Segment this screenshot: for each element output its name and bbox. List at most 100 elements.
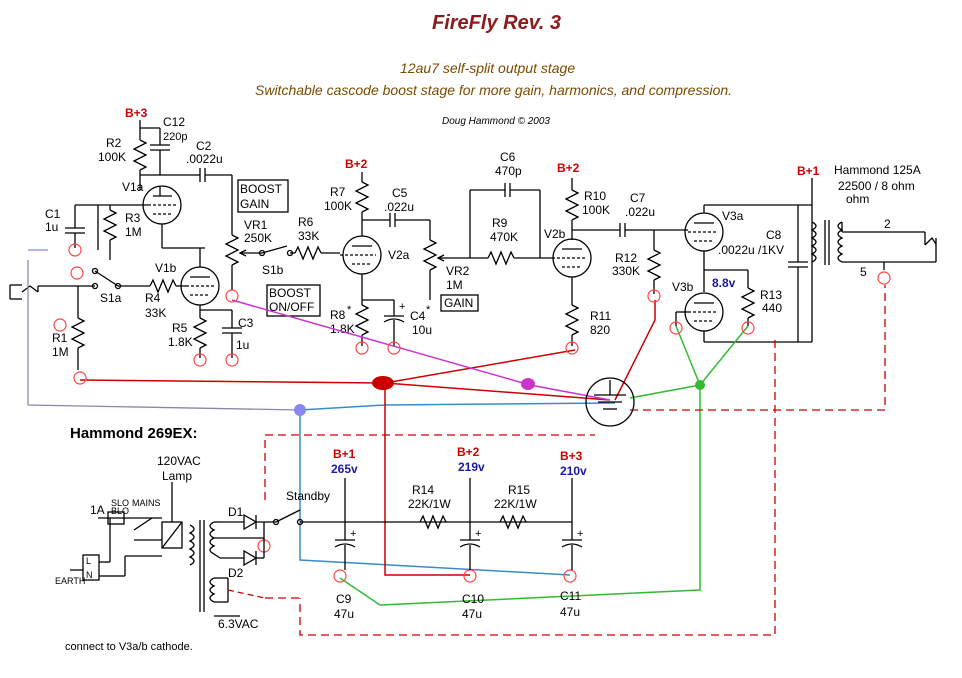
label-c4-plus: + xyxy=(399,301,405,313)
label-r6: R6 xyxy=(298,215,314,229)
label-c5: C5 xyxy=(392,186,408,200)
label-vr1: VR1 xyxy=(244,218,268,232)
label-r4-value: 33K xyxy=(145,306,166,320)
label-lamp-voltage: 120VAC xyxy=(157,454,201,468)
label-ot-ohm: ohm xyxy=(846,192,869,206)
label-c9-value: 47u xyxy=(334,607,354,621)
label-fuse: 1A xyxy=(90,503,105,517)
label-r13-value: 440 xyxy=(762,301,782,315)
voltage-b2: 219v xyxy=(458,460,485,474)
label-c11-plus: + xyxy=(577,528,583,540)
label-v2b: V2b xyxy=(544,227,566,241)
label-r12: R12 xyxy=(615,251,637,265)
supply-label-b2-v2b: B+2 xyxy=(557,161,580,175)
label-heater-note: connect to V3a/b cathode. xyxy=(65,641,193,653)
label-vr2: VR2 xyxy=(446,264,470,278)
label-r7: R7 xyxy=(330,185,346,199)
label-c10: C10 xyxy=(462,592,484,606)
label-c7: C7 xyxy=(630,191,646,205)
label-r12-value: 330K xyxy=(612,264,640,278)
label-c2: C2 xyxy=(196,139,212,153)
voltage-v3b-cathode: 8.8v xyxy=(712,276,736,290)
label-vr1-value: 250K xyxy=(244,231,272,245)
boost-gain-line1: BOOST xyxy=(240,182,283,196)
label-fuse-type1: SLO xyxy=(111,498,129,508)
voltage-b3: 210v xyxy=(560,464,587,478)
boost-onoff-line1: BOOST xyxy=(269,286,312,300)
label-c1-value: 1u xyxy=(45,220,58,234)
label-r11-value: 820 xyxy=(590,323,610,337)
label-r11: R11 xyxy=(590,309,611,323)
boost-gain-line2: GAIN xyxy=(240,197,269,211)
label-ot-ratio: 22500 / 8 ohm xyxy=(838,179,915,193)
label-d1: D1 xyxy=(228,505,244,519)
label-c12: C12 xyxy=(163,115,185,129)
label-c2-value: .0022u xyxy=(186,152,223,166)
label-c6: C6 xyxy=(500,150,516,164)
label-v2a: V2a xyxy=(388,248,410,262)
label-c1: C1 xyxy=(45,207,61,221)
label-r9-value: 470K xyxy=(490,230,518,244)
label-r8-mark: * xyxy=(347,304,352,316)
author-credit: Doug Hammond © 2003 xyxy=(442,116,550,127)
label-fuse-type2: BLO xyxy=(111,506,129,516)
subtitle-boost-stage: Switchable cascode boost stage for more … xyxy=(255,82,732,98)
label-r9: R9 xyxy=(492,216,508,230)
gain-box-label: GAIN xyxy=(444,296,473,310)
voltage-b1: 265v xyxy=(331,462,358,476)
label-c11-value: 47u xyxy=(560,605,580,619)
label-v1a: V1a xyxy=(122,180,144,194)
label-c4-mark: * xyxy=(426,304,431,316)
label-d2: D2 xyxy=(228,566,244,580)
supply-label-b3-ps: B+3 xyxy=(560,449,583,463)
label-lamp: Lamp xyxy=(162,469,192,483)
supply-label-b2-v2a: B+2 xyxy=(345,157,368,171)
label-r10-value: 100K xyxy=(582,203,610,217)
label-r3: R3 xyxy=(125,211,141,225)
label-plug-l: L xyxy=(86,556,91,566)
lavender-ground-node xyxy=(294,404,306,416)
subtitle-output-stage: 12au7 self-split output stage xyxy=(400,60,575,76)
label-vr2-value: 1M xyxy=(446,278,463,292)
label-v1b: V1b xyxy=(155,261,177,275)
label-c7-value: .022u xyxy=(625,205,655,219)
label-r2-value: 100K xyxy=(98,150,126,164)
label-s1a: S1a xyxy=(100,291,122,305)
label-r1: R1 xyxy=(52,331,68,345)
magenta-ground-node xyxy=(521,378,535,390)
gain-box xyxy=(440,294,479,312)
label-c8-value: .0022u /1KV xyxy=(718,243,784,257)
label-r13: R13 xyxy=(760,288,782,302)
label-c8: C8 xyxy=(766,228,782,242)
label-c4: C4 xyxy=(410,309,426,323)
label-r14: R14 xyxy=(412,483,434,497)
label-c12-value: 220p xyxy=(163,131,187,143)
label-earth: EARTH xyxy=(55,576,85,586)
label-c6-value: 470p xyxy=(495,164,522,178)
supply-label-b1-out: B+1 xyxy=(797,164,820,178)
label-c9: C9 xyxy=(336,592,352,606)
label-heater-voltage: 6.3VAC xyxy=(218,617,259,631)
red-ground-node xyxy=(372,376,394,390)
label-r5: R5 xyxy=(172,321,188,335)
label-r2: R2 xyxy=(106,136,122,150)
label-c10-value: 47u xyxy=(462,607,482,621)
label-r15-value: 22K/1W xyxy=(494,497,537,511)
label-mains: MAINS xyxy=(132,498,161,508)
boost-onoff-box xyxy=(266,284,321,317)
label-c4-value: 10u xyxy=(412,323,432,337)
label-r10: R10 xyxy=(584,189,606,203)
label-c5-value: .022u xyxy=(384,200,414,214)
boost-gain-box xyxy=(237,179,289,213)
label-r4: R4 xyxy=(145,291,161,305)
power-transformer-label: Hammond 269EX: xyxy=(70,425,198,442)
label-r15: R15 xyxy=(508,483,530,497)
label-standby: Standby xyxy=(286,489,330,503)
label-r7-value: 100K xyxy=(324,199,352,213)
label-v3a: V3a xyxy=(722,209,744,223)
label-ot-pin2: 2 xyxy=(884,217,891,231)
label-c9-plus: + xyxy=(350,528,356,540)
chassis-ground-icon xyxy=(585,377,635,427)
label-r14-value: 22K/1W xyxy=(408,497,451,511)
supply-label-b1-ps: B+1 xyxy=(333,447,356,461)
